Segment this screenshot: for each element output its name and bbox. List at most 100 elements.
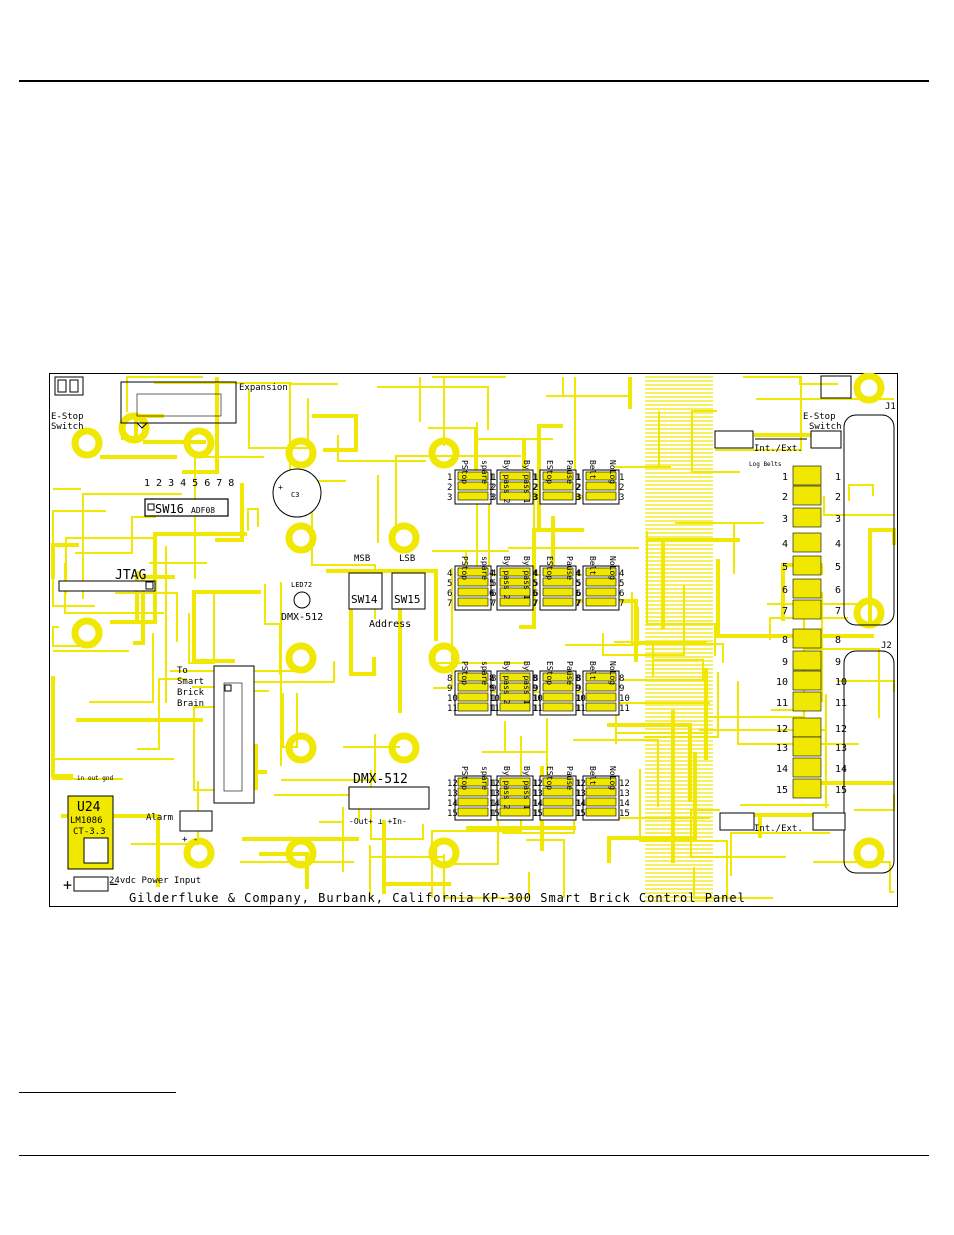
switch-pad <box>457 682 489 692</box>
belt-button <box>792 670 822 691</box>
switch-number-right: 6 <box>576 589 581 599</box>
belt-number-left: 13 <box>776 743 788 754</box>
switch-pad <box>585 597 617 607</box>
switch-number-left: 8 <box>532 674 537 684</box>
switch-pad <box>499 567 531 577</box>
switch-number-left: 11 <box>447 704 458 714</box>
belt-button <box>792 485 822 506</box>
switch-number-left: 14 <box>489 799 500 809</box>
switch-number-left: 1 <box>575 473 580 483</box>
belt-number-right: 14 <box>835 764 847 775</box>
sw16-label: SW16 <box>155 502 184 516</box>
switch-number-right: 6 <box>533 589 538 599</box>
switch-number-left: 6 <box>532 589 537 599</box>
switch-pad <box>585 587 617 597</box>
column-label-left: Belt <box>588 661 597 680</box>
switch-pad <box>585 481 617 491</box>
belt-number-left: 15 <box>776 785 788 796</box>
int-ext-top-label: Int./Ext. <box>754 444 803 454</box>
switch-number-left: 11 <box>532 704 543 714</box>
mounting-pad <box>853 837 885 869</box>
switch-number-right: 8 <box>619 674 624 684</box>
belt-button <box>792 507 822 528</box>
jtag-label: JTAG <box>115 568 146 583</box>
switch-number-right: 5 <box>533 579 538 589</box>
belt-button <box>792 778 822 799</box>
switch-pad <box>585 567 617 577</box>
switch-number-right: 12 <box>619 779 630 789</box>
switch-number-left: 10 <box>532 694 543 704</box>
belt-number-right: 11 <box>835 698 847 709</box>
switch-number-right: 8 <box>576 674 581 684</box>
belt-number-left: 5 <box>782 562 788 573</box>
switch-number-right: 9 <box>576 684 581 694</box>
switch-number-right: 7 <box>576 599 581 609</box>
led72-indicator: LED72 DMX-512 <box>281 581 323 623</box>
switch-number-left: 3 <box>447 493 452 503</box>
switch-number-left: 8 <box>575 674 580 684</box>
switch-number-right: 2 <box>576 483 581 493</box>
estop-label-right-1: E-Stop <box>803 412 836 422</box>
belt-button <box>792 691 822 712</box>
column-label-left: By pass 2 <box>502 460 511 504</box>
board-title: Gilderfluke & Company, Burbank, Californ… <box>129 891 746 905</box>
switch-pad <box>542 692 574 702</box>
switch-pad <box>457 597 489 607</box>
belt-number-right: 2 <box>835 492 841 503</box>
switch-number-right: 15 <box>576 809 587 819</box>
switch-number-left: 2 <box>532 483 537 493</box>
switch-number-right: 14 <box>491 799 502 809</box>
switch-number-right: 15 <box>491 809 502 819</box>
belt-number-left: 9 <box>782 657 788 668</box>
switch-number-left: 6 <box>489 589 494 599</box>
switch-number-left: 9 <box>447 684 452 694</box>
trace-layer <box>51 376 896 902</box>
switch-number-left: 9 <box>575 684 580 694</box>
alarm-connector: Alarm + - <box>146 810 213 845</box>
switch-number-left: 13 <box>532 789 543 799</box>
mounting-pad <box>285 732 317 764</box>
switch-number-left: 2 <box>489 483 494 493</box>
switch-pad <box>499 797 531 807</box>
belt-number-right: 8 <box>835 635 841 646</box>
switch-pad <box>585 491 617 501</box>
switch-number-left: 2 <box>575 483 580 493</box>
dmx-out-in-label: -Out+ ⊥ +In- <box>349 817 407 826</box>
belt-button <box>792 717 822 738</box>
pcb-layout-diagram: E-Stop Switch Expansion 1 2 3 4 5 6 7 8 … <box>49 373 898 907</box>
belt-number-left: 8 <box>782 635 788 646</box>
switch-number-left: 14 <box>447 799 458 809</box>
to-smart-label-2: Smart <box>177 677 204 687</box>
switch-number-right: 15 <box>533 809 544 819</box>
sw16-suffix: ADF08 <box>191 506 215 515</box>
switch-pad <box>542 682 574 692</box>
column-label-left: By pass 2 <box>502 766 511 810</box>
column-label-right: spare <box>480 766 489 790</box>
switch-pad <box>542 672 574 682</box>
address-label: Address <box>369 619 411 630</box>
column-label-right: Pause <box>565 661 574 685</box>
belt-number-right: 5 <box>835 562 841 573</box>
estop-label-left-2: Switch <box>51 422 84 432</box>
column-label-left: EStop <box>545 766 554 790</box>
int-ext-bottom-label: Int./Ext. <box>754 824 803 834</box>
switch-number-right: 13 <box>576 789 587 799</box>
column-label-left: EStop <box>545 661 554 685</box>
switch-pad <box>499 471 531 481</box>
switch-pad <box>499 481 531 491</box>
lm1086-label: LM1086 <box>70 816 103 826</box>
switch-pad <box>585 807 617 817</box>
switch-pad <box>542 567 574 577</box>
switch-pad <box>542 702 574 712</box>
switch-number-left: 9 <box>489 684 494 694</box>
switch-number-left: 14 <box>575 799 586 809</box>
switch-pad <box>457 807 489 817</box>
column-label-right: By pass 1 <box>522 661 531 705</box>
switch-number-right: 8 <box>491 674 496 684</box>
switch-number-right: 12 <box>576 779 587 789</box>
belt-button <box>792 628 822 649</box>
log-belts-label: Log Belts <box>749 461 782 468</box>
column-label-right: spare <box>480 661 489 685</box>
switch-number-left: 12 <box>575 779 586 789</box>
switch-number-right: 10 <box>533 694 544 704</box>
